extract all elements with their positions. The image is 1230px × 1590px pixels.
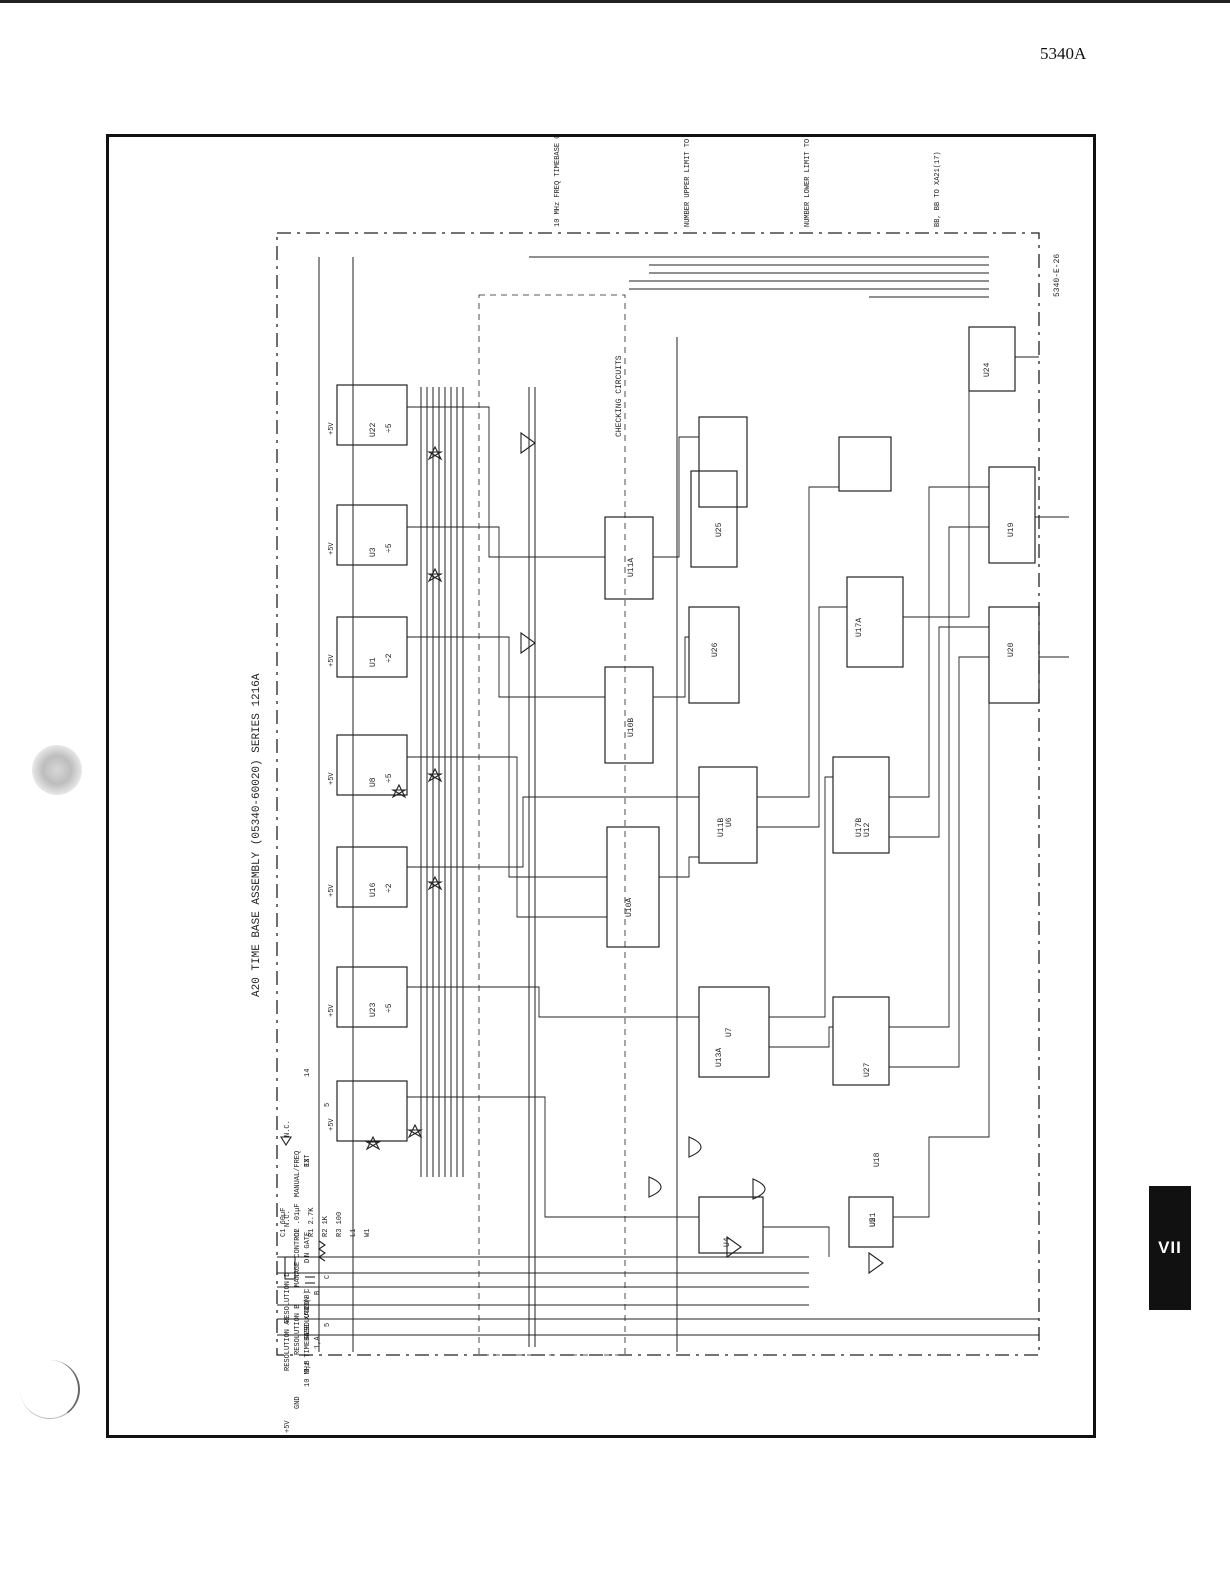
gates [520, 431, 884, 1275]
left-pin-number: 5 [324, 1103, 332, 1107]
divider-ratio: ÷5 [385, 543, 394, 553]
left-pin-number: 13 [304, 1159, 312, 1167]
supply-label: +5V [328, 1118, 336, 1131]
left-pin-label: RESOLUTION D [284, 1273, 292, 1323]
model-number: 5340A [1040, 44, 1087, 63]
flipflop-ref: U10A [625, 898, 634, 917]
right-pin-label: NUMBER UPPER LIMIT TO CONTROL XA21(7) [684, 137, 692, 227]
supply-label: +5V [328, 884, 336, 897]
left-pin-label: N.C. [284, 1120, 292, 1137]
divider-ratio: ÷5 [385, 1003, 394, 1013]
chip-ref: U24 [983, 362, 992, 377]
left-pin-label: RESOLUTION B [294, 1305, 302, 1355]
right-pin-label: 10 MHz FREQ TIMEBASE CONTROL XA19(5) [554, 137, 562, 227]
traces [407, 356, 1069, 1257]
left-pin-label: MANUAL/FREQ [294, 1151, 302, 1197]
comparator-ref: U26 [711, 642, 720, 657]
top-rule [0, 0, 1230, 3]
diagram-title: A20 TIME BASE ASSEMBLY (05340-60020) SER… [251, 673, 263, 997]
left-pin-label: 10 MHz TIMEBASE XA19(8) [304, 1290, 312, 1387]
binder-hole-outline [20, 1360, 80, 1419]
chip-ref: U18 [873, 1152, 882, 1167]
left-pin-number: 14 [304, 1069, 312, 1077]
divider-chips [336, 384, 408, 1142]
flipflop-ref: U13A [715, 1048, 724, 1067]
left-pin-number: 1,A [314, 1336, 322, 1349]
diagram-frame [106, 134, 1096, 1438]
passives [280, 1136, 326, 1284]
flipflop-ref: U17A [855, 618, 864, 637]
left-pin-label: N GATE [304, 1232, 312, 1257]
divider-ref: U22 [369, 422, 378, 437]
checking-circuits-box [478, 294, 626, 1356]
comparator-ref: U25 [715, 522, 724, 537]
supply-label: +5V [328, 1004, 336, 1017]
chip-ref: U12 [863, 822, 872, 837]
drawing-number: 5340-E-26 [1053, 254, 1062, 297]
component-label: R3 100 [336, 1212, 344, 1237]
checking-circuits-label: CHECKING CIRCUITS [615, 355, 624, 437]
supply-label: +5V [328, 422, 336, 435]
test-points [364, 445, 444, 1151]
component-label: R1 2.7K [308, 1207, 316, 1237]
comparator-ref: U19 [1007, 522, 1016, 537]
component-label: C1 60µF [280, 1208, 288, 1237]
chip-labels: U22÷5U3÷5U1÷2U8÷5U16÷2U23÷5U6U7U25U26U19… [280, 362, 1016, 1247]
left-pin-label: N.C. [284, 1210, 292, 1227]
left-pin-label: RESOLUTION A [284, 1320, 292, 1371]
component-label: W1 [364, 1229, 372, 1237]
divider-ratio: ÷2 [385, 653, 394, 663]
left-pin-label: GND [294, 1396, 302, 1409]
divider-ratio: ÷5 [385, 773, 394, 783]
divider-ref: U1 [369, 657, 378, 667]
logic-chips [604, 326, 1040, 1254]
left-pin-number: 5 [324, 1323, 332, 1327]
flipflop-ref: U11A [627, 558, 636, 577]
divider-ref: U16 [369, 882, 378, 897]
right-pin-label: BB, BB TO XA21(17) [934, 151, 942, 227]
divider-ref: U23 [369, 1002, 378, 1017]
chip-ref: U27 [863, 1062, 872, 1077]
divider-ratio: ÷2 [385, 883, 394, 893]
chip-ref: U21 [869, 1212, 878, 1227]
left-pin-number: 2,B [304, 1360, 312, 1373]
left-pin-number: B [314, 1291, 322, 1295]
comparator-ref: U20 [1007, 642, 1016, 657]
divider-ratio: ÷5 [385, 423, 394, 433]
binder-hole-mark [32, 745, 82, 795]
flipflop-ref: U10B [627, 718, 636, 737]
divider-ref: U8 [369, 777, 378, 787]
left-pin-number: C [324, 1275, 332, 1279]
chip-ref: U4 [723, 1237, 732, 1247]
left-pin-label: +5V [284, 1420, 292, 1433]
section-tab-label: VII [1158, 1238, 1182, 1257]
left-pin-number: 4 [304, 1307, 312, 1311]
supply-label: +5V [328, 654, 336, 667]
right-pin-label: NUMBER LOWER LIMIT TO CONTROL XA21(8) [804, 137, 812, 227]
flipflop-ref: U17B [855, 818, 864, 837]
assembly-border [276, 232, 1040, 1356]
schematic-diagram: A20 TIME BASE ASSEMBLY (05340-60020) SER… [251, 137, 1069, 1433]
left-pin-label: EXT [304, 1154, 312, 1167]
left-pin-number: D [304, 1259, 312, 1263]
component-label: L1 [350, 1229, 358, 1237]
counter-ref: U7 [725, 1027, 734, 1037]
section-tab: VII [1149, 1186, 1191, 1310]
supply-label: +5V [328, 542, 336, 555]
left-pin-label: MANAGE CONTROL [294, 1228, 302, 1287]
component-label: R2 1K [322, 1215, 330, 1237]
left-pin-label: RESOLUTION C [304, 1289, 312, 1339]
flipflop-ref: U11B [717, 818, 726, 837]
counter-ref: U6 [725, 817, 734, 827]
chip-ref: U5 [869, 1217, 878, 1227]
supply-label: +5V [328, 772, 336, 785]
horizontal-rails [277, 256, 1039, 1336]
divider-ref: U3 [369, 547, 378, 557]
bus-lines [318, 257, 678, 1352]
component-label: C2 .01µF [294, 1203, 302, 1237]
